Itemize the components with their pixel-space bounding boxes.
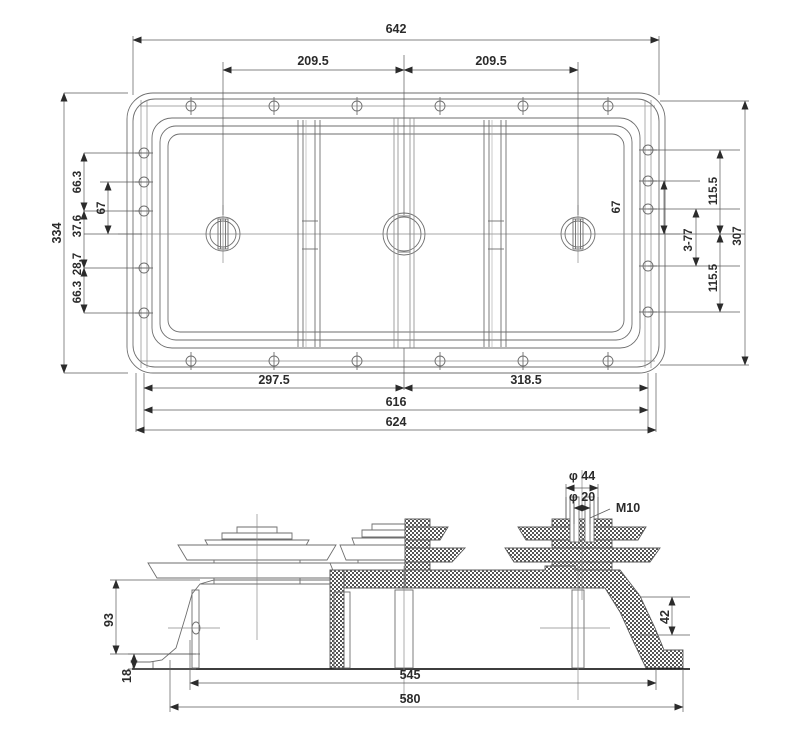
- dim-bottom-mid: 616: [386, 395, 407, 409]
- dim-hole-note: 3-77: [683, 228, 695, 251]
- bushing-right: [560, 205, 596, 263]
- dim-inner-height: 307: [732, 226, 744, 245]
- dim-left-d: 28.7: [72, 253, 84, 275]
- elevation-view-group: [132, 470, 690, 700]
- dim-length-total: 580: [400, 692, 421, 706]
- outer-flange-inner-line: [132, 98, 660, 368]
- dim-left-a: 66.3: [72, 171, 84, 193]
- dim-left-b: 67: [96, 202, 108, 215]
- dim-bottom-total: 624: [386, 415, 407, 429]
- elevation-dimension-labels: φ 44 φ 20 M10 93 18 42 545 580: [102, 469, 672, 706]
- dim-span-left: 209.5: [297, 54, 328, 68]
- dim-overall-width: 642: [386, 22, 407, 36]
- dim-overall-height: 334: [50, 223, 64, 244]
- dim-left-c: 37.6: [72, 215, 84, 237]
- dim-left-e: 66.3: [72, 281, 84, 303]
- dim-bottom-right: 318.5: [510, 373, 541, 387]
- dim-height-flange: 18: [120, 669, 134, 683]
- bushing-center: [382, 118, 426, 348]
- dim-height-body: 93: [102, 613, 116, 627]
- elevation-dimension-lines: [110, 484, 690, 712]
- dim-thread: M10: [616, 501, 640, 515]
- dim-right-b: 115.5: [708, 176, 720, 205]
- gasket-outline: [151, 117, 641, 349]
- gasket-inner-outline: [159, 125, 633, 341]
- insulator-left: [147, 514, 367, 640]
- dim-bottom-left: 297.5: [258, 373, 289, 387]
- top-bolt-hole-row: [185, 97, 614, 115]
- plan-view-group: [118, 92, 680, 374]
- inner-pocket-outline: [167, 133, 625, 333]
- dim-hole-dia-outer: φ 44: [569, 469, 595, 483]
- dim-hole-dia-inner: φ 20: [569, 490, 595, 504]
- plan-dimension-labels: 642 209.5 209.5 334 66.3 67 37.6 28.7 66…: [50, 22, 744, 429]
- dim-span-right: 209.5: [475, 54, 506, 68]
- divider-rib-right: [483, 120, 507, 347]
- dim-right-a: 67: [611, 201, 623, 214]
- dim-height-right: 42: [658, 610, 672, 624]
- divider-rib-left: [297, 120, 321, 347]
- dim-right-c: 115.5: [708, 263, 720, 292]
- dim-length-inner: 545: [400, 668, 421, 682]
- base-internal-bores: [168, 566, 610, 700]
- plan-dimension-lines: [60, 36, 749, 434]
- bottom-bolt-hole-row: [185, 352, 614, 370]
- bushing-left: [205, 205, 241, 263]
